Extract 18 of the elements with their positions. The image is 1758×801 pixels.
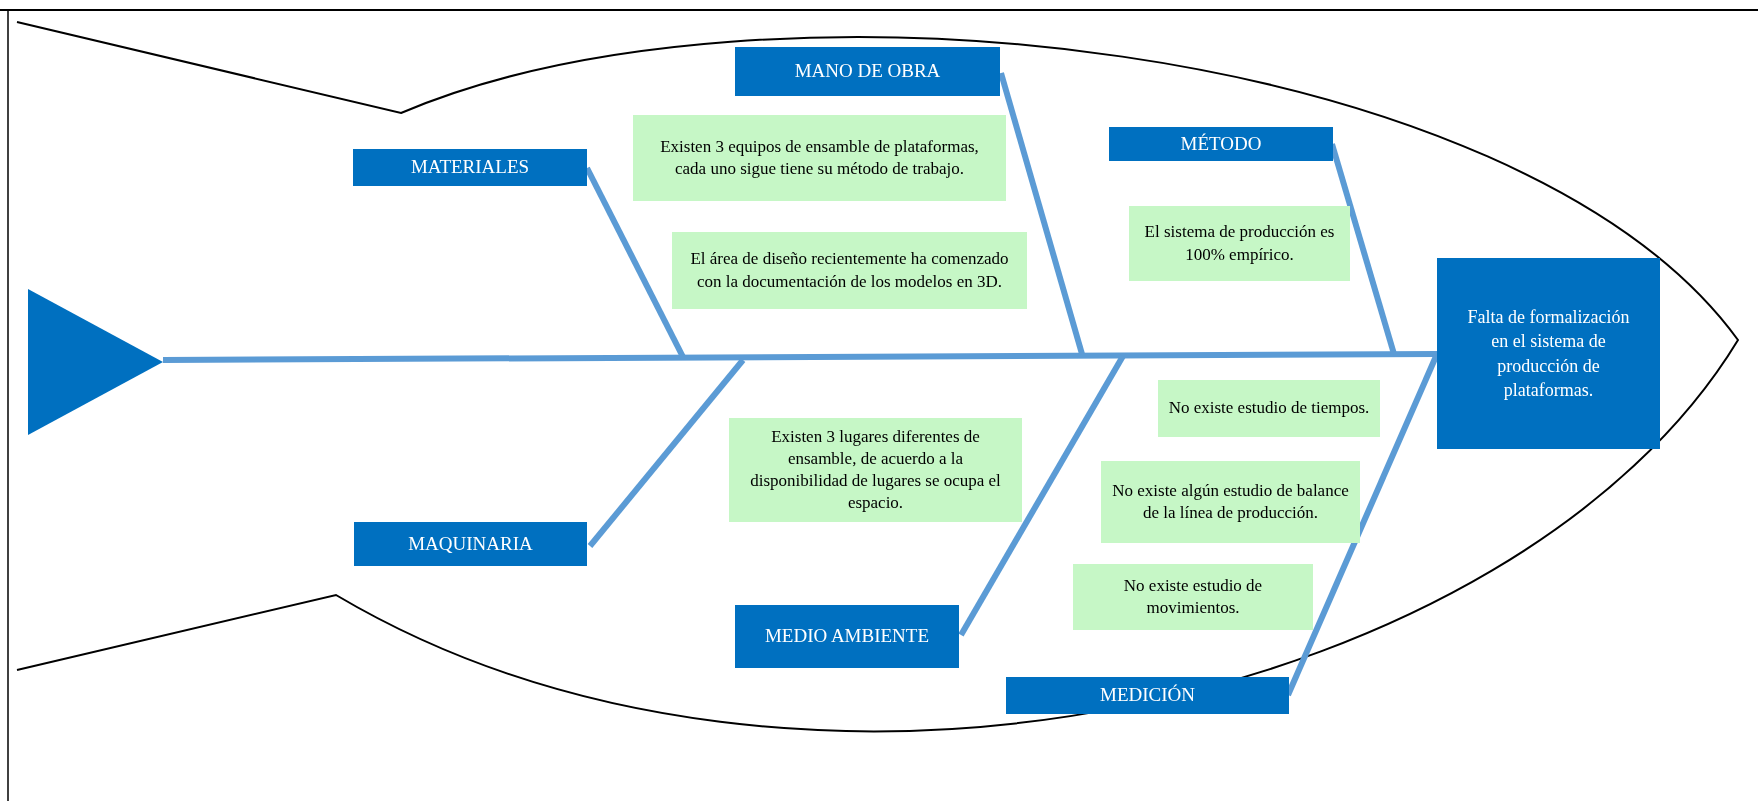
category-label: MÉTODO [1109,127,1333,161]
problem-box: Falta de formalización en el sistema de producción de plataformas. [1437,258,1660,449]
cause-note: No existe algún estudio de balance de la línea de producción. [1101,461,1360,543]
category-label: MATERIALES [353,149,587,186]
cause-note: El área de diseño recientemente ha comenzado con la documentación de los modelos en 3D. [672,232,1027,309]
spine-line [163,351,1437,363]
cause-note: El sistema de producción es 100% empírico. [1129,206,1350,281]
category-label: MEDICIÓN [1006,677,1289,714]
category-label: MEDIO AMBIENTE [735,605,959,668]
bone-line [587,358,746,548]
cause-note: No existe estudio de movimientos. [1073,564,1313,630]
cause-note: Existen 3 lugares diferentes de ensamble, de acuerdo a la disponibilidad de lugares se ocupa el espacio. [729,418,1022,522]
fish-tail-triangle [28,289,163,435]
category-label: MAQUINARIA [354,522,587,566]
bone-line [958,354,1126,637]
cause-note: No existe estudio de tiempos. [1158,380,1380,437]
cause-note: Existen 3 equipos de ensamble de plataformas, cada uno sigue tiene su método de trabajo. [633,115,1006,201]
category-label: MANO DE OBRA [735,47,1000,96]
